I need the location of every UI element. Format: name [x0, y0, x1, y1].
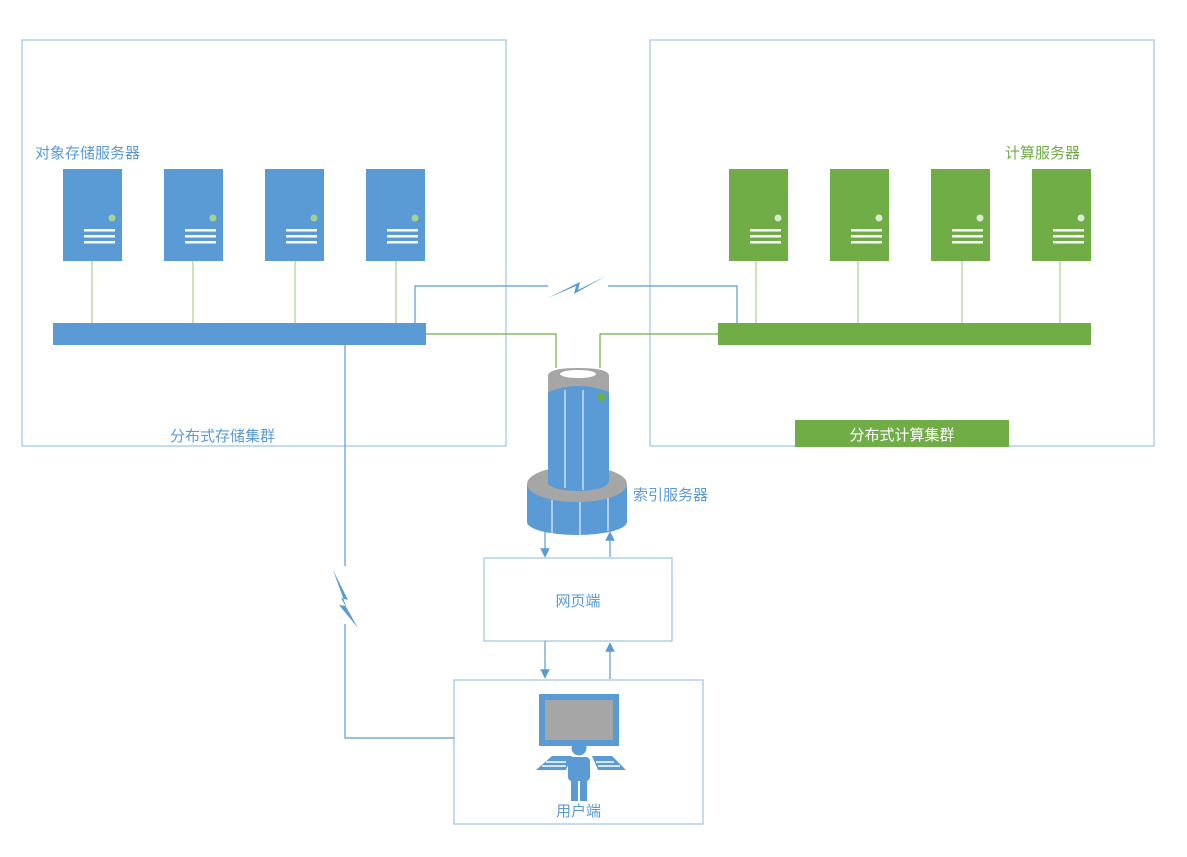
storage-servers-label: 对象存储服务器 [35, 144, 141, 162]
storage-cluster-box [21, 39, 507, 447]
compute-bus [718, 323, 1091, 345]
compute-to-index-line [599, 333, 718, 368]
index-server-icon [527, 368, 627, 535]
user-tier-label: 用户端 [555, 802, 601, 820]
cluster-link-line-right [608, 285, 738, 323]
web-tier-box [483, 557, 673, 642]
compute-servers-label: 计算服务器 [1005, 144, 1081, 162]
index-server-label: 索引服务器 [633, 486, 709, 504]
user-workstation-icon [536, 694, 626, 801]
wireless-bolt-icon-2 [333, 570, 358, 628]
compute-server-4 [1032, 169, 1091, 261]
compute-cluster-title-bar [795, 420, 1009, 447]
web-tier-label: 网页端 [555, 592, 601, 610]
compute-cluster-title: 分布式计算集群 [849, 426, 955, 444]
wireless-bolt-icon [548, 276, 606, 298]
storage-server-4 [366, 169, 425, 261]
compute-server-1 [729, 169, 788, 261]
storage-cluster-title: 分布式存储集群 [170, 427, 276, 445]
compute-server-connectors [755, 261, 1061, 323]
storage-to-index-line [426, 333, 557, 368]
storage-server-1 [63, 169, 122, 261]
storage-server-3 [265, 169, 324, 261]
cluster-link-line [414, 285, 548, 323]
storage-server-2 [164, 169, 223, 261]
storage-to-user-line-lower [344, 624, 454, 739]
compute-server-3 [931, 169, 990, 261]
compute-server-2 [830, 169, 889, 261]
storage-bus [53, 323, 426, 345]
storage-server-connectors [91, 261, 397, 323]
